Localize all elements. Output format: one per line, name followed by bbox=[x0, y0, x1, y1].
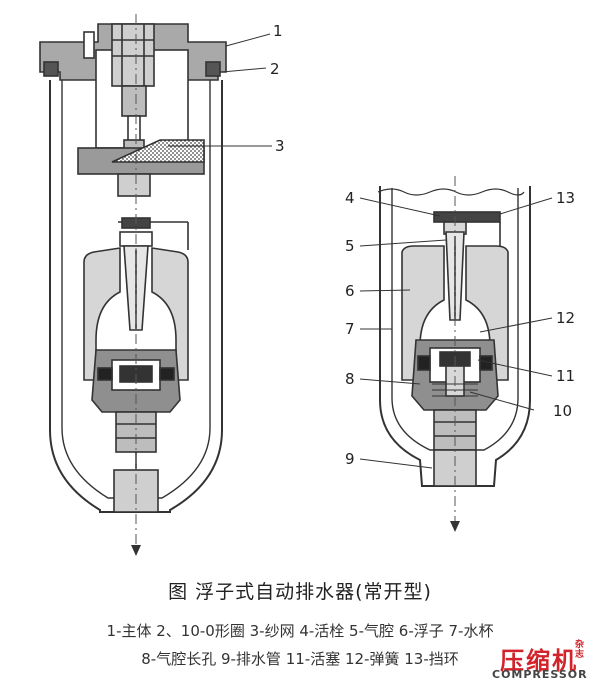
legend-line-1: 1-主体 2、10-0形圈 3-纱网 4-活栓 5-气腔 6-浮子 7-水杯 bbox=[106, 622, 494, 640]
callout-5: 5 bbox=[345, 237, 355, 255]
callout-7: 7 bbox=[345, 320, 355, 338]
watermark-logo: 压缩机 bbox=[500, 647, 578, 675]
callout-6: 6 bbox=[345, 282, 355, 300]
left-assembly bbox=[39, 23, 227, 513]
o-ring-left bbox=[43, 61, 59, 77]
right-assembly bbox=[377, 186, 531, 487]
float-body bbox=[83, 247, 121, 381]
callout-12: 12 bbox=[556, 309, 575, 327]
legend-line-2: 8-气腔长孔 9-排水管 11-活塞 12-弹簧 13-挡环 bbox=[141, 650, 459, 668]
watermark-side: 杂志 bbox=[575, 640, 585, 660]
callout-4: 4 bbox=[345, 189, 355, 207]
arrow-down-icon-right bbox=[450, 521, 460, 532]
callout-3: 3 bbox=[275, 137, 285, 155]
callout-1: 1 bbox=[273, 22, 283, 40]
callout-10: 10 bbox=[553, 402, 572, 420]
callout-8: 8 bbox=[345, 370, 355, 388]
figure-caption: 图 浮子式自动排水器(常开型) bbox=[168, 581, 432, 603]
watermark-sub: COMPRESSOR bbox=[492, 668, 588, 681]
o-ring-right bbox=[205, 61, 221, 77]
callout-9: 9 bbox=[345, 450, 355, 468]
drain-diagram: 1 2 3 4 5 6 7 8 9 10 11 12 13 bbox=[39, 14, 575, 556]
callout-2: 2 bbox=[270, 60, 280, 78]
callout-13: 13 bbox=[556, 189, 575, 207]
callout-11: 11 bbox=[556, 367, 575, 385]
arrow-down-icon bbox=[131, 545, 141, 556]
